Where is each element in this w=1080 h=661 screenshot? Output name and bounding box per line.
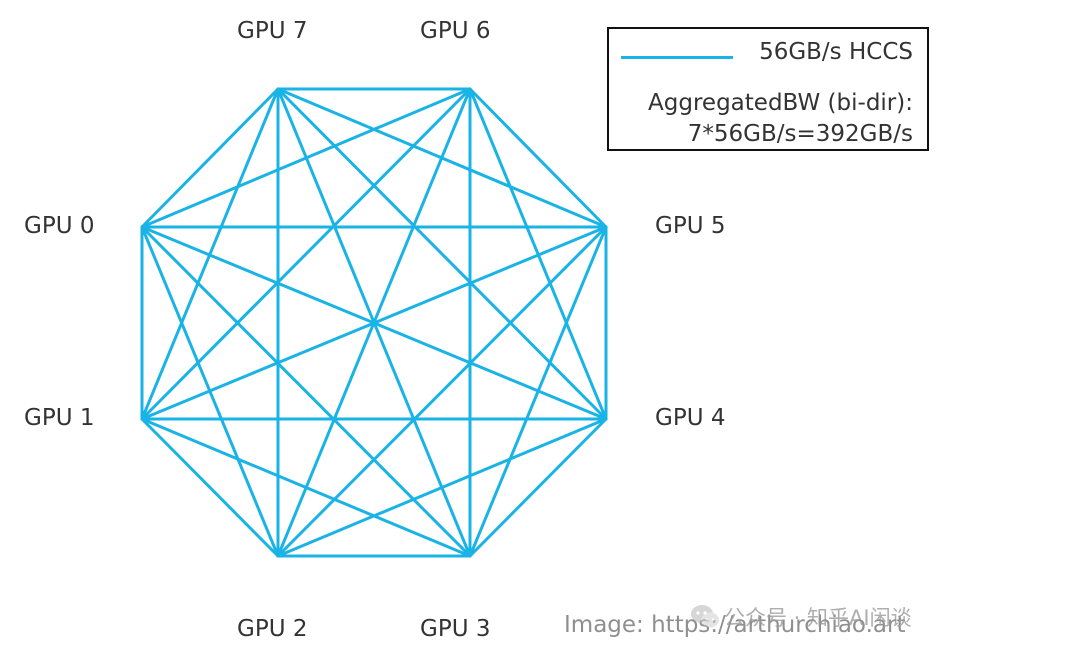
hccs-link-gpu2-gpu5: [276, 225, 608, 558]
legend-link-swatch: [621, 56, 733, 59]
gpu-4-label: GPU 4: [655, 405, 726, 431]
legend-aggregated-bw-label: AggregatedBW (bi-dir):: [648, 90, 913, 116]
wechat-icon: [691, 605, 719, 628]
hccs-link-gpu5-gpu7: [276, 87, 608, 229]
gpu-6-label: GPU 6: [420, 18, 491, 44]
hccs-link-gpu0-gpu3: [140, 225, 472, 558]
gpu-0-label: GPU 0: [24, 213, 95, 239]
hccs-link-gpu4-gpu6: [468, 87, 608, 421]
legend-aggregated-bw-value: 7*56GB/s=392GB/s: [687, 121, 913, 147]
legend-box: 56GB/s HCCS AggregatedBW (bi-dir): 7*56G…: [607, 27, 929, 151]
hccs-link-gpu0-gpu7: [140, 87, 280, 229]
gpu-7-label: GPU 7: [237, 18, 308, 44]
hccs-link-gpu3-gpu5: [468, 225, 608, 558]
hccs-link-gpu4-gpu7: [276, 87, 608, 421]
gpu-3-label: GPU 3: [420, 616, 491, 642]
gpu-1-label: GPU 1: [24, 405, 95, 431]
hccs-link-gpu1-gpu6: [140, 87, 472, 421]
watermark-overlay-text: 公众号 · 知乎AI闲谈: [724, 606, 912, 630]
hccs-link-gpu5-gpu6: [468, 87, 608, 229]
gpu-5-label: GPU 5: [655, 213, 726, 239]
hccs-link-gpu3-gpu7: [276, 87, 472, 558]
hccs-link-gpu3-gpu4: [468, 417, 608, 558]
image-source-caption: Image: https://arthurchiao.art: [564, 612, 906, 638]
gpu-2-label: GPU 2: [237, 616, 308, 642]
hccs-link-gpu1-gpu7: [140, 87, 280, 421]
legend-link-label: 56GB/s HCCS: [759, 39, 913, 65]
hccs-link-gpu1-gpu2: [140, 417, 280, 558]
